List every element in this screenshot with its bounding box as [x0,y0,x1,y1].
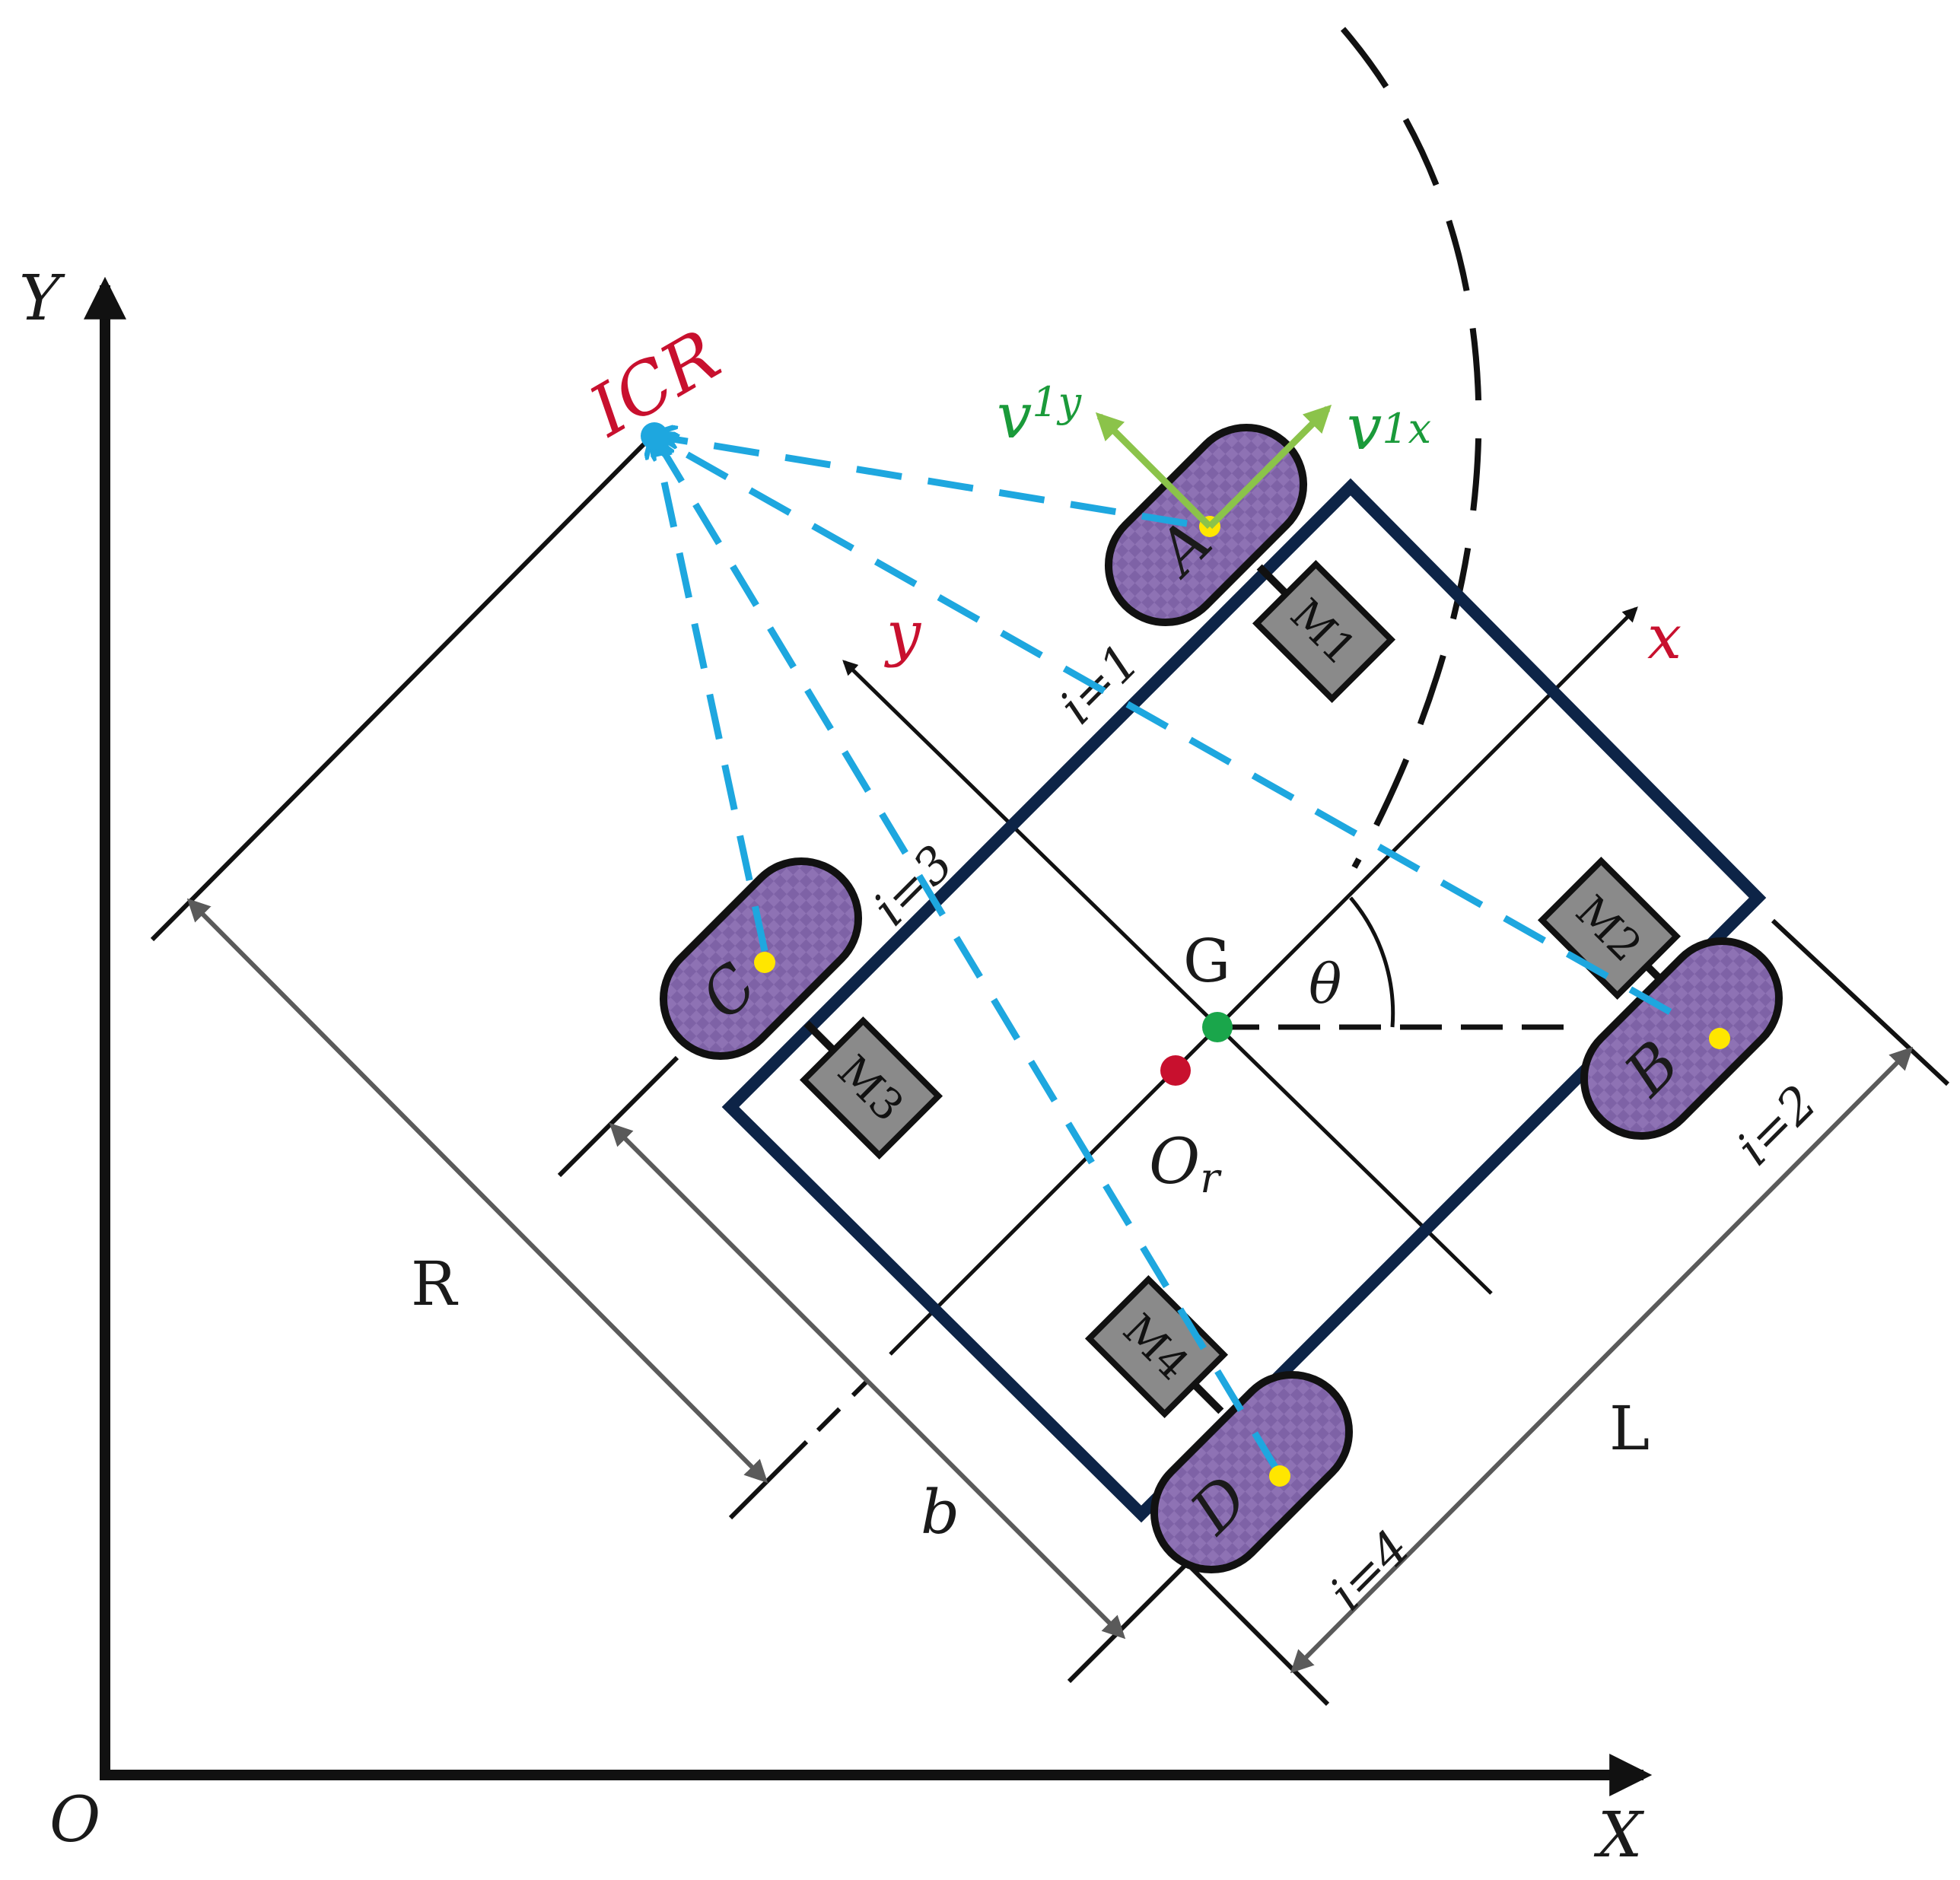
theta-label: θ [1309,952,1341,1016]
wheel-d: D [1150,1370,1354,1574]
x-axis-label: X [1593,1799,1645,1872]
dim-l-arrow [1290,1046,1914,1674]
velocity-v1y-label: v1y [997,378,1083,453]
velocity-vectors: v1x v1y [997,378,1431,530]
dimensions: R b L [186,898,1914,1674]
theta-reference: θ [1217,896,1579,1030]
origin-r-label: Or [1149,1126,1222,1202]
wheel-b: B [1580,937,1783,1140]
contact-point-d [1269,1465,1290,1487]
center-points: G Or [1149,927,1233,1202]
contact-point-b [1709,1028,1730,1049]
origin-r-point [1160,1055,1191,1086]
body-y-axis [842,660,1493,1295]
center-g-point [1202,1012,1233,1042]
dim-b-arrow [609,1122,1126,1640]
icr-point [641,422,668,450]
icr-line-d [654,436,1281,1474]
body-x-label: x [1647,602,1682,673]
body-axes: x y [842,598,1682,1356]
global-axes: X Y O [19,262,1653,1872]
l-extension-right [1771,918,1950,1086]
r-extension-bottom [728,1439,809,1520]
motor-m1: M1 [1252,559,1396,704]
r-extension-dash [816,1379,870,1433]
body-x-axis [889,606,1638,1356]
motors: M1 M2 M3 M4 [799,559,1682,1419]
velocity-v1x-arrow [1207,404,1332,530]
b-extension-right [1067,1561,1189,1684]
icr-line-c [654,436,768,952]
velocity-v1x-label: v1x [1347,392,1431,464]
icr-line-a [654,436,1188,527]
y-axis-label: Y [19,262,65,335]
dim-l-label: L [1609,1393,1650,1464]
b-extension-left [557,1055,679,1178]
dim-b-label: b [921,1477,959,1548]
trajectory-arc [1340,27,1482,869]
dim-r-label: R [411,1249,459,1319]
contact-point-c [754,952,775,973]
motor-m3: M3 [799,1016,943,1160]
wheel-index-4: i=4 [1319,1520,1421,1622]
velocity-v1y-arrow [1095,412,1213,530]
contact-points [754,516,1730,1487]
l-extension-left [1185,1561,1330,1707]
wheel-indices: i=1 i=2 i=3 i=4 [863,634,1828,1622]
wheel-index-3: i=3 [863,835,965,937]
icr-lines [654,436,1672,1474]
body-y-label: y [884,598,922,669]
wheel-index-2: i=2 [1726,1075,1828,1177]
icr-line-b [654,436,1672,1015]
r-extension-top [150,439,649,942]
origin-label: O [49,1784,100,1856]
theta-arc [1349,896,1395,1028]
center-g-label: G [1183,927,1230,996]
wheel-index-1: i=1 [1049,634,1151,736]
